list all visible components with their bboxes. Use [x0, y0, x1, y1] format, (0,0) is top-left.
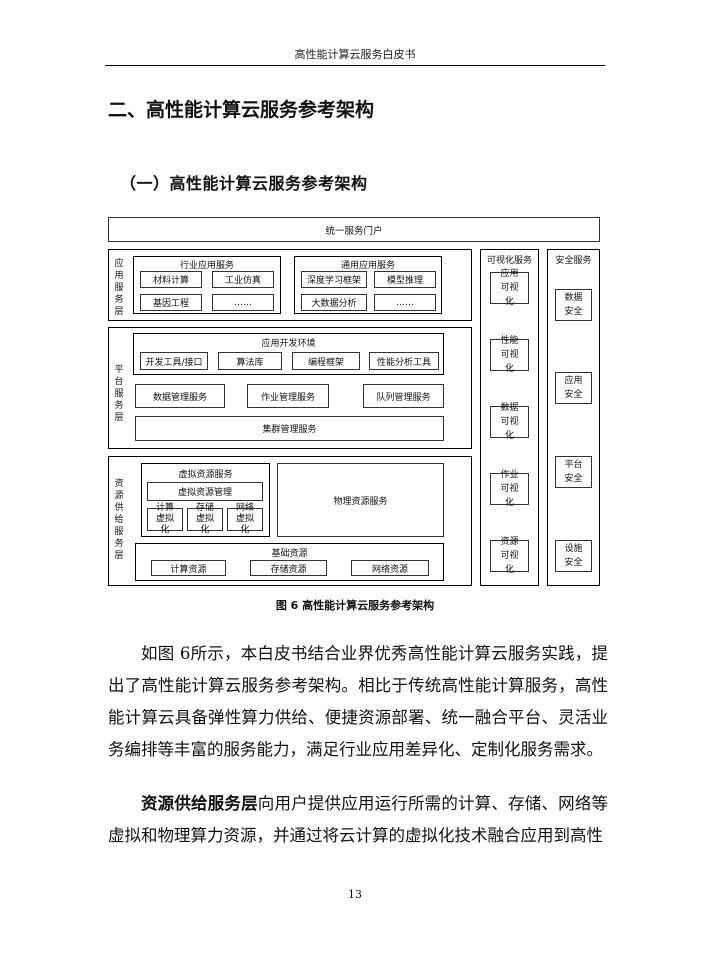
- base-resource-title: 基础资源: [271, 549, 308, 559]
- job-mgmt-service: 作业管理服务: [247, 384, 329, 408]
- running-header: 高性能计算云服务白皮书: [294, 48, 416, 61]
- dev-env-title: 应用开发环境: [261, 339, 316, 349]
- dev-env-item: 编程框架: [292, 352, 360, 370]
- visual-service-title: 可视化服务: [486, 256, 532, 266]
- app-visualization: 应用可视化: [490, 269, 529, 307]
- app-layer-label: 应用服务层: [114, 259, 124, 317]
- app-security: 应用安全: [555, 372, 592, 404]
- industry-item: ……: [212, 294, 274, 311]
- body-paragraph-2: 资源供给服务层向用户提供应用运行所需的计算、存储、网络等虚拟和物理算力资源，并通…: [108, 788, 608, 852]
- queue-mgmt-service: 队列管理服务: [363, 384, 444, 408]
- facility-security: 设施安全: [555, 540, 592, 572]
- general-item: 模型推理: [374, 271, 436, 288]
- security-service-title: 安全服务: [555, 256, 592, 266]
- virtual-resource-mgmt: 虚拟资源管理: [147, 482, 263, 501]
- base-resource-item: 计算资源: [151, 560, 226, 576]
- section-title: 二、高性能计算云服务参考架构: [108, 99, 375, 121]
- dev-env-item: 开发工具/接口: [140, 352, 208, 370]
- industry-item: 工业仿真: [212, 271, 274, 288]
- base-resource-item: 网络资源: [351, 560, 429, 576]
- paragraph-2-text: 向用户提供应用运行所需的计算、存储、网络等虚拟和物理算力资源，并通过将云计算的虚…: [108, 794, 609, 845]
- header-rule: [105, 65, 605, 66]
- data-security: 数据安全: [555, 289, 592, 321]
- cluster-mgmt-service: 集群管理服务: [135, 416, 444, 441]
- virtual-resource-title: 虚拟资源服务: [178, 470, 233, 480]
- platform-layer-label: 平台服务层: [114, 365, 124, 423]
- unified-portal-box: 统一服务门户: [108, 217, 600, 242]
- data-mgmt-service: 数据管理服务: [135, 384, 225, 408]
- subsection-title: （一）高性能计算云服务参考架构: [120, 174, 368, 193]
- job-visualization: 作业可视化: [490, 470, 529, 508]
- industry-item: 材料计算: [140, 271, 202, 288]
- base-resource-item: 存储资源: [250, 560, 327, 576]
- industry-item: 基因工程: [140, 294, 202, 311]
- general-item: 深度学习框架: [301, 271, 367, 288]
- resource-visualization: 资源可视化: [490, 537, 529, 575]
- physical-resource-service: 物理资源服务: [277, 463, 444, 537]
- dev-env-item: 性能分析工具: [369, 352, 439, 370]
- data-visualization: 数据可视化: [490, 403, 529, 441]
- platform-security: 平台安全: [555, 456, 592, 488]
- general-item: 大数据分析: [301, 294, 367, 311]
- dev-env-item: 算法库: [218, 352, 282, 370]
- storage-virtualization: 存储虚拟化: [187, 503, 223, 535]
- industry-app-title: 行业应用服务: [179, 261, 234, 271]
- body-paragraph-1: 如图 6所示，本白皮书结合业界优秀高性能计算云服务实践，提出了高性能计算云服务参…: [108, 644, 608, 759]
- figure-caption: 图 6 高性能计算云服务参考架构: [275, 599, 435, 612]
- general-item: ……: [374, 294, 436, 311]
- resource-layer-label: 资源供给服务层: [114, 479, 124, 561]
- bold-term: 资源供给服务层: [141, 794, 258, 813]
- network-virtualization: 网络虚拟化: [227, 503, 263, 535]
- architecture-diagram: 统一服务门户 应用服务层 行业应用服务 材料计算 工业仿真 基因工程 …… 通用…: [108, 217, 600, 586]
- perf-visualization: 性能可视化: [490, 336, 529, 374]
- compute-virtualization: 计算虚拟化: [147, 503, 183, 535]
- page-number: 13: [348, 888, 362, 901]
- general-app-title: 通用应用服务: [340, 261, 395, 271]
